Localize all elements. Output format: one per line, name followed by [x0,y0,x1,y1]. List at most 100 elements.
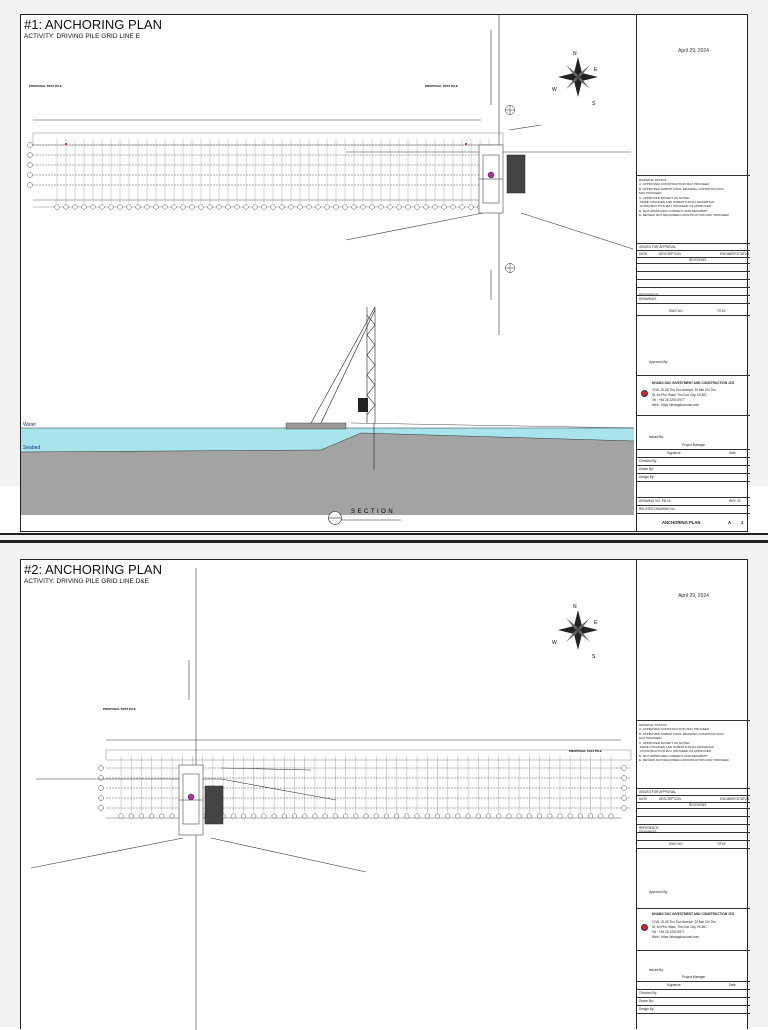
grid-bubble [171,204,177,210]
grid-bubble [424,813,430,819]
grid-bubble [292,813,298,819]
grid-bubble [369,204,375,210]
grid-bubble [455,813,461,819]
grid-bubble [117,204,123,210]
grid-bubble [72,204,78,210]
section-label: SECTION [351,509,396,515]
grid-bubble [159,813,165,819]
drawing-sheet-2: #2: ANCHORING PLAN ACTIVITY: DRIVING PIL… [0,540,768,1030]
grid-bubble [588,813,594,819]
row-bubbles [27,142,33,188]
grid-bubble [288,204,294,210]
grid-bubble [332,813,338,819]
grid-bubble [557,813,563,819]
grid-bubble [526,813,532,819]
pile-columns [120,756,612,812]
grid-bubble [149,813,155,819]
grid-bubble [271,813,277,819]
grid-bubble [169,813,175,819]
anchor-marker-icon [505,105,515,273]
grid-bubble [468,204,474,210]
sheet-separator [0,533,768,543]
pile-grid [32,119,504,208]
grid-bubble [396,204,402,210]
grid-bubble [351,204,357,210]
grid-bubble [302,813,308,819]
drawing-sheet-1: #1: ANCHORING PLAN ACTIVITY: DRIVING PIL… [0,0,768,532]
company-logo-icon [641,390,648,397]
grid-bubble [261,813,267,819]
grid-bubble [252,204,258,210]
grid-bubble [81,204,87,210]
grid-bubble [270,204,276,210]
grid-bubble [342,204,348,210]
grid-bubble [306,204,312,210]
grid-bubble [363,813,369,819]
grid-bubble [240,813,246,819]
grid-bubble [598,813,604,819]
svg-text:W: W [552,87,557,93]
grid-bubble [54,204,60,210]
grid-bubble [118,813,124,819]
grid-bubble [144,204,150,210]
grid-bubble [465,813,471,819]
proposal-label-right: PROPOSAL TEST PILE [569,749,602,753]
grid-bubble [90,204,96,210]
grid-bubble [373,813,379,819]
pile-marks [65,143,485,173]
grid-bubbles [54,204,492,210]
sheet-title: #2: ANCHORING PLAN [24,562,162,577]
issue-date: April 29, 2024 [678,48,709,54]
svg-text:N: N [573,51,577,57]
proposal-label-left: PROPOSAL TEST PILE [29,84,62,88]
grid-bubble [138,813,144,819]
proposal-label-left: PROPOSAL TEST PILE [103,707,136,711]
grid-bubble [297,204,303,210]
compass-rose-icon: N W E S [552,51,598,107]
grid-bubble [383,813,389,819]
grid-bubble [378,204,384,210]
grid-bubble [475,813,481,819]
grid-bubble [315,204,321,210]
issue-date: April 29, 2024 [678,593,709,599]
barge [178,764,224,836]
compass-rose-icon: N W E S [552,604,598,660]
svg-text:N: N [573,604,577,610]
grid-bubble [567,813,573,819]
grid-bubble [486,813,492,819]
sheet-title: #1: ANCHORING PLAN [24,17,162,32]
grid-bubble [108,204,114,210]
grid-bubble [450,204,456,210]
grid-bubble [312,813,318,819]
svg-text:W: W [552,640,557,646]
grid-bubble [387,204,393,210]
drawing-frame-2: #2: ANCHORING PLAN ACTIVITY: DRIVING PIL… [20,559,750,1030]
grid-bubbles [118,813,614,819]
grid-bubble [322,813,328,819]
grid-bubble [180,204,186,210]
svg-text:S: S [592,654,596,660]
grid-bubble [135,204,141,210]
grid-bubble [414,813,420,819]
grid-bubble [608,813,614,819]
grid-bubble [343,813,349,819]
seabed-label: Seabed [23,445,40,451]
grid-bubble [251,813,257,819]
grid-bubble [333,204,339,210]
grid-bubble [279,204,285,210]
grid-bubble [547,813,553,819]
grid-bubble [441,204,447,210]
grid-bubble [506,813,512,819]
svg-text:E: E [594,620,598,626]
grid-bubble [225,204,231,210]
grid-bubble [394,813,400,819]
grid-bubble [63,204,69,210]
grid-bubble [189,204,195,210]
section-marker-icon [328,511,401,525]
pile-columns [56,139,490,203]
grid-bubble [198,204,204,210]
grid-bubble [261,204,267,210]
